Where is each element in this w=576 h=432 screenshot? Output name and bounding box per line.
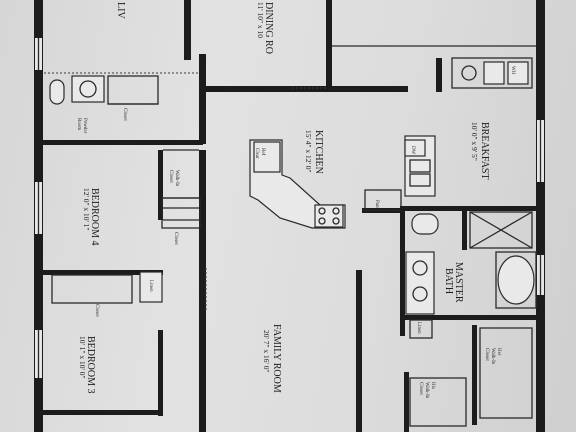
exterior-wall-east bbox=[536, 0, 545, 432]
closet-label-top: Closet bbox=[122, 108, 127, 121]
walkin-label: Walk-In bbox=[174, 170, 179, 187]
family-room-dims: 20' 7" x 16' 0" bbox=[262, 330, 271, 373]
wall-powder-bottom bbox=[43, 140, 203, 145]
dw-label: DW bbox=[410, 146, 415, 155]
wall-bath-top bbox=[404, 206, 538, 211]
dryer bbox=[507, 61, 529, 85]
svg-text:Powder Room: Powder Room bbox=[76, 118, 87, 135]
wall-dining-east bbox=[326, 0, 332, 88]
svg-text:Her Walk-In Closet: Her Walk-In Closet bbox=[484, 348, 501, 366]
walkin-label-2: Closet bbox=[168, 170, 173, 183]
ref-label-2: Clear bbox=[254, 148, 259, 159]
wh-label: WH bbox=[510, 66, 515, 75]
wall-living-dining bbox=[184, 0, 191, 60]
dining-name: DINING RO bbox=[263, 2, 274, 54]
bathtub bbox=[497, 255, 535, 305]
wall-bath-closets bbox=[404, 315, 536, 320]
wall-hall-top bbox=[206, 86, 408, 92]
wall-bath-west bbox=[400, 206, 405, 336]
dining-dims: 11' 10" x 10 bbox=[256, 2, 265, 38]
his-label: His bbox=[430, 382, 435, 389]
bath-vanity bbox=[405, 251, 435, 315]
linen-bath-label: Linen bbox=[416, 322, 421, 334]
kitchen-dims: 15' 4" x 12' 0" bbox=[304, 130, 313, 173]
wall-bed3-top bbox=[43, 270, 163, 275]
wall-breakfast-west bbox=[436, 58, 442, 92]
master-bath-name: MASTER bbox=[453, 262, 464, 303]
his-label-2: Walk-In bbox=[424, 382, 429, 399]
her-label: Her bbox=[496, 348, 501, 356]
svg-text:Ref Clear: Ref Clear bbox=[254, 148, 265, 159]
refrigerator bbox=[253, 141, 281, 173]
powder-label: Powder bbox=[82, 118, 87, 134]
svg-text:Walk-In Closet: Walk-In Closet bbox=[168, 170, 179, 188]
pantry-label: Pantry bbox=[374, 200, 379, 214]
wall-bath-mid bbox=[462, 210, 467, 250]
his-label-3: Closet bbox=[418, 382, 423, 395]
bedroom3-name: BEDROOM 3 bbox=[85, 336, 96, 394]
wall-bed3-bottom bbox=[43, 410, 163, 415]
wall-his-closet bbox=[404, 372, 409, 432]
closet-bed3-label: Closet bbox=[94, 304, 99, 317]
powder-label-2: Room bbox=[76, 118, 81, 130]
toilet-icon bbox=[49, 79, 65, 105]
breakfast-dims: 10' 0" x 9' 5" bbox=[470, 122, 479, 161]
her-label-3: Closet bbox=[484, 348, 489, 361]
breakfast-name: BREAKFAST bbox=[479, 122, 490, 180]
her-label-2: Walk-In bbox=[490, 348, 495, 365]
closet-bed4-label: Closet bbox=[173, 232, 178, 245]
washer bbox=[483, 61, 505, 85]
bedroom4-name: BEDROOM 4 bbox=[89, 188, 100, 246]
dishwasher bbox=[404, 139, 426, 157]
svg-text:His Walk-In Closet: His Walk-In Closet bbox=[418, 382, 435, 400]
linen-label: Linen bbox=[148, 280, 153, 292]
linen-closet bbox=[139, 271, 163, 303]
living-name: LIV bbox=[115, 2, 126, 19]
wall-bedroom4-east bbox=[199, 150, 206, 432]
family-room-name: FAMILY ROOM bbox=[271, 324, 282, 393]
wall-bed4-closets bbox=[158, 150, 163, 220]
master-bath-name-2: BATH bbox=[443, 268, 454, 294]
wall-bed3-east bbox=[158, 330, 163, 416]
bedroom3-dims: 10' 1" x 10' 0" bbox=[78, 336, 87, 379]
kitchen-name: KITCHEN bbox=[313, 130, 324, 174]
wall-her-closet bbox=[472, 325, 477, 425]
powder-vanity bbox=[71, 75, 105, 103]
cooktop bbox=[314, 204, 344, 228]
bedroom4-dims: 12' 0" x 10' 1" bbox=[82, 188, 91, 231]
wall-family-east bbox=[356, 270, 362, 432]
bath-toilet-icon bbox=[411, 213, 439, 235]
wall-central bbox=[199, 54, 206, 144]
ref-label: Ref bbox=[260, 148, 265, 156]
